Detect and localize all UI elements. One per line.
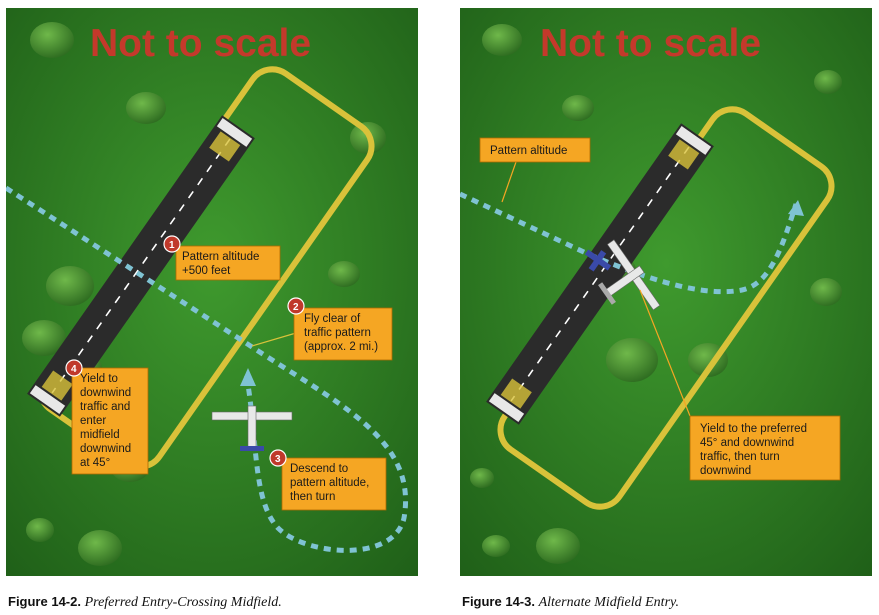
svg-text:1: 1 <box>169 240 175 251</box>
grass-background <box>460 8 872 576</box>
number-badge-2 <box>287 297 305 315</box>
caption-text: Preferred Entry-Crossing Midfield. <box>84 595 282 610</box>
callout-4: Yield to downwind traffic and enter midf… <box>65 359 149 475</box>
path-arrowhead <box>240 368 256 386</box>
downwind-airplane-icon <box>584 249 612 272</box>
svg-text:2: 2 <box>293 302 299 313</box>
figure-14-3-diagram: Not to scale Pattern altitude Yield to t… <box>460 8 872 576</box>
callout-2: Fly clear of traffic pattern (approx. 2 … <box>251 297 393 361</box>
number-badge-4 <box>65 359 83 377</box>
svg-text:downwind: downwind <box>80 387 131 399</box>
svg-text:Pattern altitude: Pattern altitude <box>182 251 259 263</box>
not-to-scale-heading: Not to scale <box>90 22 311 65</box>
trees <box>470 24 842 564</box>
runway <box>486 123 714 425</box>
callout-pattern-altitude: Pattern altitude <box>479 137 591 203</box>
figure-14-2-caption: Figure 14-2. Preferred Entry-Crossing Mi… <box>8 594 282 611</box>
number-badge-1 <box>163 235 181 253</box>
not-to-scale-heading: Not to scale <box>540 22 761 65</box>
svg-text:downwind: downwind <box>700 465 751 477</box>
svg-text:enter: enter <box>80 415 106 427</box>
path-arrowhead <box>788 200 804 216</box>
svg-text:traffic pattern: traffic pattern <box>304 327 371 339</box>
svg-text:+500 feet: +500 feet <box>182 265 231 277</box>
svg-text:traffic, then turn: traffic, then turn <box>700 451 780 463</box>
airplane-icon <box>598 239 661 311</box>
callout-1: Pattern altitude +500 feet 1 <box>163 235 281 281</box>
figure-14-2-diagram: Not to scale Pattern altitude +500 feet … <box>6 8 418 576</box>
caption-text: Alternate Midfield Entry. <box>538 595 679 610</box>
figure-14-3-caption: Figure 14-3. Alternate Midfield Entry. <box>462 594 679 611</box>
svg-text:3: 3 <box>275 454 281 465</box>
svg-text:45° and downwind: 45° and downwind <box>700 437 794 449</box>
svg-text:4: 4 <box>71 364 77 375</box>
svg-text:pattern altitude,: pattern altitude, <box>290 477 369 489</box>
svg-text:at 45°: at 45° <box>80 457 110 469</box>
svg-text:Pattern altitude: Pattern altitude <box>490 145 567 157</box>
callout-3: Descend to pattern altitude, then turn 3 <box>269 449 387 511</box>
svg-text:(approx. 2 mi.): (approx. 2 mi.) <box>304 341 378 353</box>
svg-text:traffic and: traffic and <box>80 401 130 413</box>
svg-text:Yield to the preferred: Yield to the preferred <box>700 423 807 435</box>
number-badge-3 <box>269 449 287 467</box>
runway <box>27 115 255 417</box>
airplane-icon <box>211 405 293 451</box>
svg-text:then turn: then turn <box>290 491 335 503</box>
svg-text:midfield: midfield <box>80 429 120 441</box>
callout-yield: Yield to the preferred 45° and downwind … <box>639 289 841 481</box>
svg-text:Descend to: Descend to <box>290 463 348 475</box>
caption-label: Figure 14-3. <box>462 594 535 609</box>
svg-text:Yield to: Yield to <box>80 373 118 385</box>
caption-label: Figure 14-2. <box>8 594 81 609</box>
svg-text:downwind: downwind <box>80 443 131 455</box>
svg-text:Fly clear of: Fly clear of <box>304 313 361 325</box>
